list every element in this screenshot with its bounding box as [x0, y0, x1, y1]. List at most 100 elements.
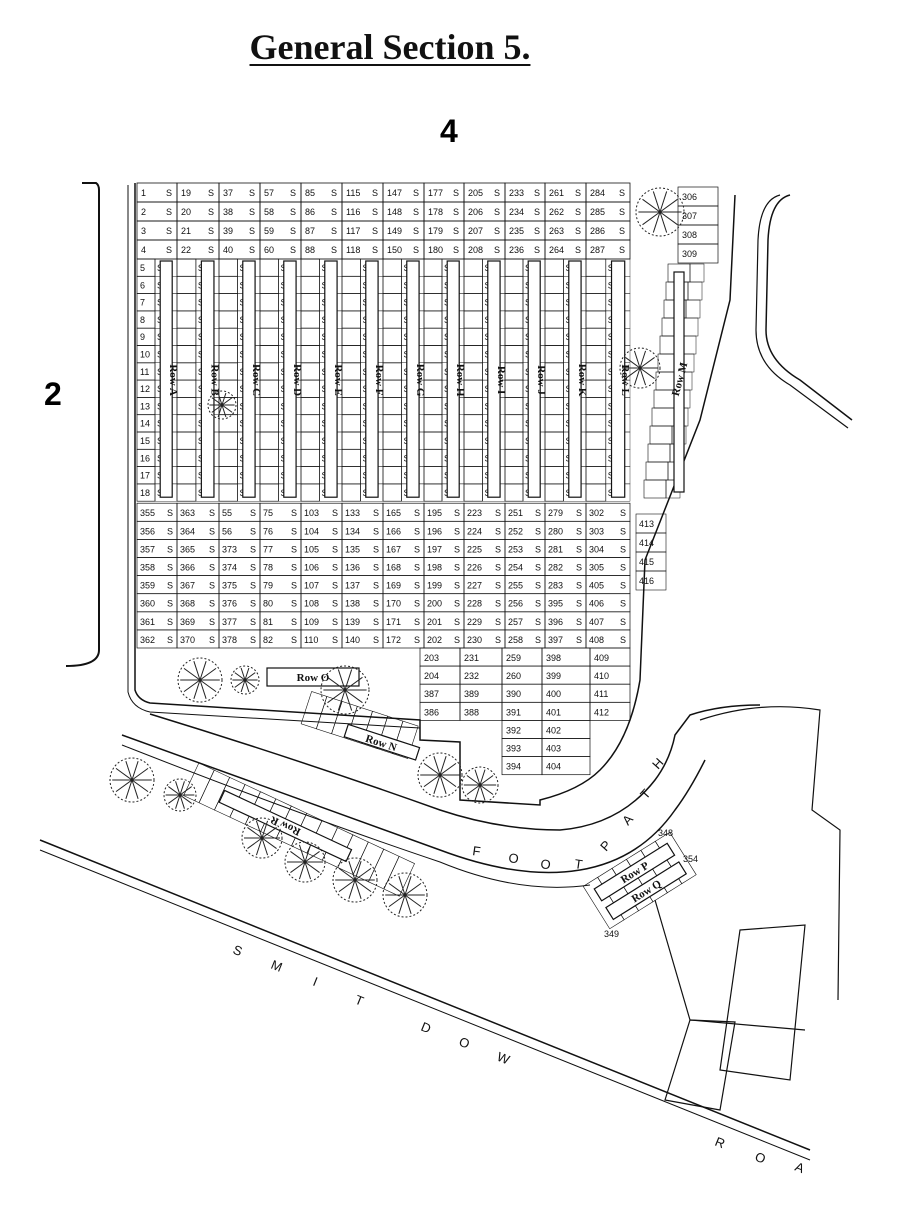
plot-number: 226	[467, 563, 482, 573]
plot-s-mark: S	[291, 617, 297, 627]
tree-branch	[168, 794, 181, 804]
plot-s-mark: S	[495, 563, 501, 573]
plot-s-mark: S	[331, 245, 337, 255]
road-letter: O	[457, 1034, 472, 1052]
plot-number: 58	[264, 207, 274, 217]
grave-plot	[259, 431, 279, 450]
plot-number: 223	[467, 508, 482, 518]
plot-number: 304	[589, 544, 604, 554]
plot-s-mark: S	[332, 508, 338, 518]
tree-branch	[221, 404, 233, 413]
row-o-strip	[266, 667, 360, 687]
grave-plot	[504, 327, 524, 346]
grave-plot	[176, 293, 197, 312]
tree-branch	[344, 689, 353, 711]
plot-number: 227	[467, 581, 482, 591]
east-path-line	[765, 194, 853, 421]
grave-plot	[300, 691, 328, 730]
plot-number: 169	[386, 581, 401, 591]
plot-s-mark: S	[453, 245, 459, 255]
plot-s-mark: S	[373, 508, 379, 518]
plot-number: 256	[508, 599, 523, 609]
tree-canopy	[461, 766, 499, 804]
grave-plot	[463, 448, 483, 467]
grave-plot	[341, 466, 361, 485]
tree-branch	[193, 661, 201, 681]
plot-s-mark: S	[620, 544, 626, 554]
plot-number: 263	[549, 226, 564, 236]
plot-number: 260	[506, 671, 521, 681]
grave-plot	[300, 258, 320, 277]
tree-symbol	[619, 347, 661, 389]
grave-plot	[218, 466, 238, 485]
plot-number: 103	[304, 508, 319, 518]
plot-number: 206	[468, 207, 483, 217]
footpath-letter: H	[649, 755, 666, 772]
plot-s-mark: S	[167, 508, 173, 518]
plot-s-mark: S	[576, 635, 582, 645]
plot-number: 394	[506, 762, 521, 772]
grave-plot	[300, 327, 320, 346]
plot-s-mark: S	[575, 188, 581, 198]
plot-s-mark: S	[414, 526, 420, 536]
plot-number: 204	[424, 671, 439, 681]
plot-number: 413	[639, 519, 654, 529]
row-q-strip	[605, 861, 688, 921]
plot-s-mark: S	[494, 245, 500, 255]
row-r-strip	[218, 789, 353, 863]
grave-plot	[300, 448, 320, 467]
plot-s-mark: S	[208, 207, 214, 217]
tree-branch	[240, 667, 246, 681]
grave-plot	[585, 362, 607, 381]
plot-s-mark: S	[608, 384, 614, 394]
plot-s-mark: S	[291, 544, 297, 554]
plot-number: 21	[181, 226, 191, 236]
grave-plot	[300, 293, 320, 312]
grave-plot	[382, 483, 402, 502]
tree-branch	[404, 882, 422, 896]
plot-number: 395	[548, 599, 563, 609]
tree-branch	[337, 669, 346, 691]
trees	[109, 187, 685, 918]
plot-s-mark: S	[608, 263, 614, 273]
grave-plot	[218, 327, 238, 346]
tree-branch	[199, 661, 207, 681]
plot-number: 230	[467, 635, 482, 645]
plot-number: 404	[546, 762, 561, 772]
grave-plot	[259, 466, 279, 485]
row-n-block: Row N	[300, 691, 421, 761]
plot-number: 369	[180, 617, 195, 627]
plot-number: 307	[682, 211, 697, 221]
tree-branch	[652, 211, 661, 233]
plot-number: 38	[223, 207, 233, 217]
plot-number: 59	[264, 226, 274, 236]
plot-number: 357	[140, 544, 155, 554]
grave-rows-vertical: 5S6S7S8S9S10S11S12S13S14S15S16S17S18SRow…	[136, 258, 631, 502]
grave-plot	[300, 275, 320, 294]
plot-number: 85	[305, 188, 315, 198]
grave-plot	[382, 275, 402, 294]
tree-branch	[115, 779, 133, 793]
tree-branch	[398, 876, 406, 896]
plot-s-mark: S	[413, 226, 419, 236]
plot-number: 82	[263, 635, 273, 645]
plot-number: 302	[589, 508, 604, 518]
plot-number: 78	[263, 563, 273, 573]
tree-branch	[115, 767, 133, 781]
tree-branch	[247, 837, 263, 849]
plot-number: 81	[263, 617, 273, 627]
plot-number: 373	[222, 544, 237, 554]
tree-branch	[131, 761, 139, 781]
plot-number: 370	[180, 635, 195, 645]
plot-s-mark: S	[608, 471, 614, 481]
plot-s-mark: S	[576, 599, 582, 609]
tree-branch	[234, 672, 246, 681]
plot-number: 200	[427, 599, 442, 609]
grave-plot	[504, 483, 524, 502]
west-path-line	[65, 182, 100, 667]
plot-s-mark: S	[535, 581, 541, 591]
plot-number: 405	[589, 581, 604, 591]
tree-branch	[659, 191, 668, 213]
plot-s-mark: S	[414, 599, 420, 609]
